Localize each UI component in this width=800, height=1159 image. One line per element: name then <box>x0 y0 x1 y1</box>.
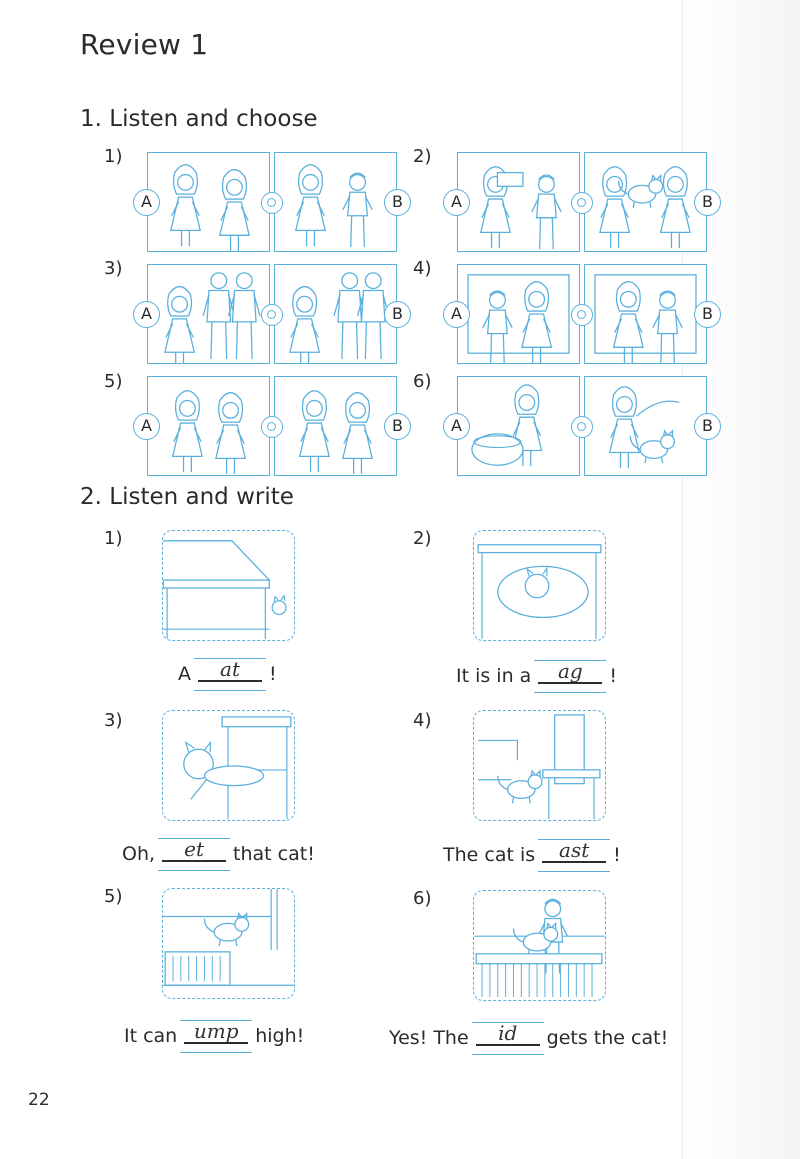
write-item-number: 3) <box>104 710 123 731</box>
option-b-button[interactable]: B <box>384 413 411 440</box>
answer-blank[interactable]: ag <box>534 658 607 694</box>
answer-text[interactable]: id <box>498 1021 518 1045</box>
write-sentence-6: Yes! The id gets the cat! <box>389 1020 668 1056</box>
divider-circle <box>571 192 593 214</box>
write-picture-3 <box>162 710 295 821</box>
write-sentence-4: The cat is ast ! <box>443 837 621 873</box>
divider-circle <box>261 192 283 214</box>
option-b-button[interactable]: B <box>384 301 411 328</box>
write-sentence-3: Oh, et that cat! <box>122 836 315 872</box>
answer-text[interactable]: at <box>220 657 240 681</box>
answer-text[interactable]: ump <box>193 1019 239 1043</box>
choose-item-3: A B <box>133 264 411 366</box>
picture-panel-b <box>274 152 397 252</box>
write-picture-1 <box>162 530 295 641</box>
write-sentence-2: It is in a ag ! <box>456 658 617 694</box>
sentence-text-after: ! <box>613 844 621 866</box>
choose-item-6: A B <box>443 376 721 478</box>
choose-item-number: 4) <box>413 258 432 279</box>
option-a-button[interactable]: A <box>133 189 160 216</box>
write-picture-2 <box>473 530 606 641</box>
write-item-number: 2) <box>413 528 432 549</box>
option-b-button[interactable]: B <box>694 189 721 216</box>
option-b-button[interactable]: B <box>694 301 721 328</box>
answer-blank[interactable]: at <box>194 656 266 692</box>
write-item-number: 4) <box>413 710 432 731</box>
sentence-text-after: ! <box>609 665 617 687</box>
write-picture-5 <box>162 888 295 999</box>
write-sentence-1: A at ! <box>178 656 277 692</box>
picture-panel-b <box>584 376 707 476</box>
picture-panel-a <box>147 376 270 476</box>
answer-text[interactable]: ag <box>557 659 583 683</box>
write-picture-6 <box>473 890 606 1001</box>
answer-blank[interactable]: et <box>158 836 231 872</box>
write-sentence-5: It can ump high! <box>124 1018 304 1054</box>
option-a-button[interactable]: A <box>443 301 470 328</box>
divider-circle <box>571 416 593 438</box>
page-title: Review 1 <box>80 28 209 61</box>
sentence-text-after: high! <box>255 1025 305 1047</box>
choose-item-number: 3) <box>104 258 123 279</box>
picture-panel-b <box>584 152 707 252</box>
option-b-button[interactable]: B <box>694 413 721 440</box>
answer-blank[interactable]: ump <box>180 1018 253 1054</box>
sentence-text-before: Oh, <box>122 843 156 865</box>
write-item-number: 6) <box>413 888 432 909</box>
divider-circle <box>261 416 283 438</box>
sentence-text-after: that cat! <box>233 843 315 865</box>
choose-item-number: 1) <box>104 146 123 167</box>
option-a-button[interactable]: A <box>133 413 160 440</box>
choose-item-1: A B <box>133 152 411 254</box>
picture-panel-a <box>457 264 580 364</box>
option-a-button[interactable]: A <box>443 413 470 440</box>
picture-panel-a <box>457 152 580 252</box>
choose-item-2: A B <box>443 152 721 254</box>
answer-text[interactable]: et <box>184 837 204 861</box>
picture-panel-a <box>147 264 270 364</box>
write-item-number: 1) <box>104 528 123 549</box>
choose-item-number: 6) <box>413 371 432 392</box>
page-number: 22 <box>28 1090 50 1110</box>
section-2-title: 2. Listen and write <box>80 484 294 510</box>
option-a-button[interactable]: A <box>133 301 160 328</box>
option-a-button[interactable]: A <box>443 189 470 216</box>
sentence-text-before: Yes! The <box>389 1027 469 1049</box>
answer-text[interactable]: ast <box>559 838 590 862</box>
choose-item-5: A B <box>133 376 411 478</box>
divider-circle <box>261 304 283 326</box>
option-b-button[interactable]: B <box>384 189 411 216</box>
picture-panel-b <box>274 264 397 364</box>
picture-panel-a <box>147 152 270 252</box>
section-1-title: 1. Listen and choose <box>80 106 318 132</box>
picture-panel-b <box>274 376 397 476</box>
sentence-text-before: It can <box>124 1025 178 1047</box>
sentence-text-after: ! <box>269 663 277 685</box>
sentence-text-before: The cat is <box>443 844 536 866</box>
sentence-text-before: It is in a <box>456 665 532 687</box>
sentence-text-before: A <box>178 663 191 685</box>
choose-item-4: A B <box>443 264 721 366</box>
answer-blank[interactable]: id <box>471 1020 544 1056</box>
divider-circle <box>571 304 593 326</box>
sentence-text-after: gets the cat! <box>546 1027 669 1049</box>
choose-item-number: 2) <box>413 146 432 167</box>
write-picture-4 <box>473 710 606 821</box>
answer-blank[interactable]: ast <box>538 837 611 873</box>
choose-item-number: 5) <box>104 371 123 392</box>
picture-panel-a <box>457 376 580 476</box>
write-item-number: 5) <box>104 886 123 907</box>
picture-panel-b <box>584 264 707 364</box>
